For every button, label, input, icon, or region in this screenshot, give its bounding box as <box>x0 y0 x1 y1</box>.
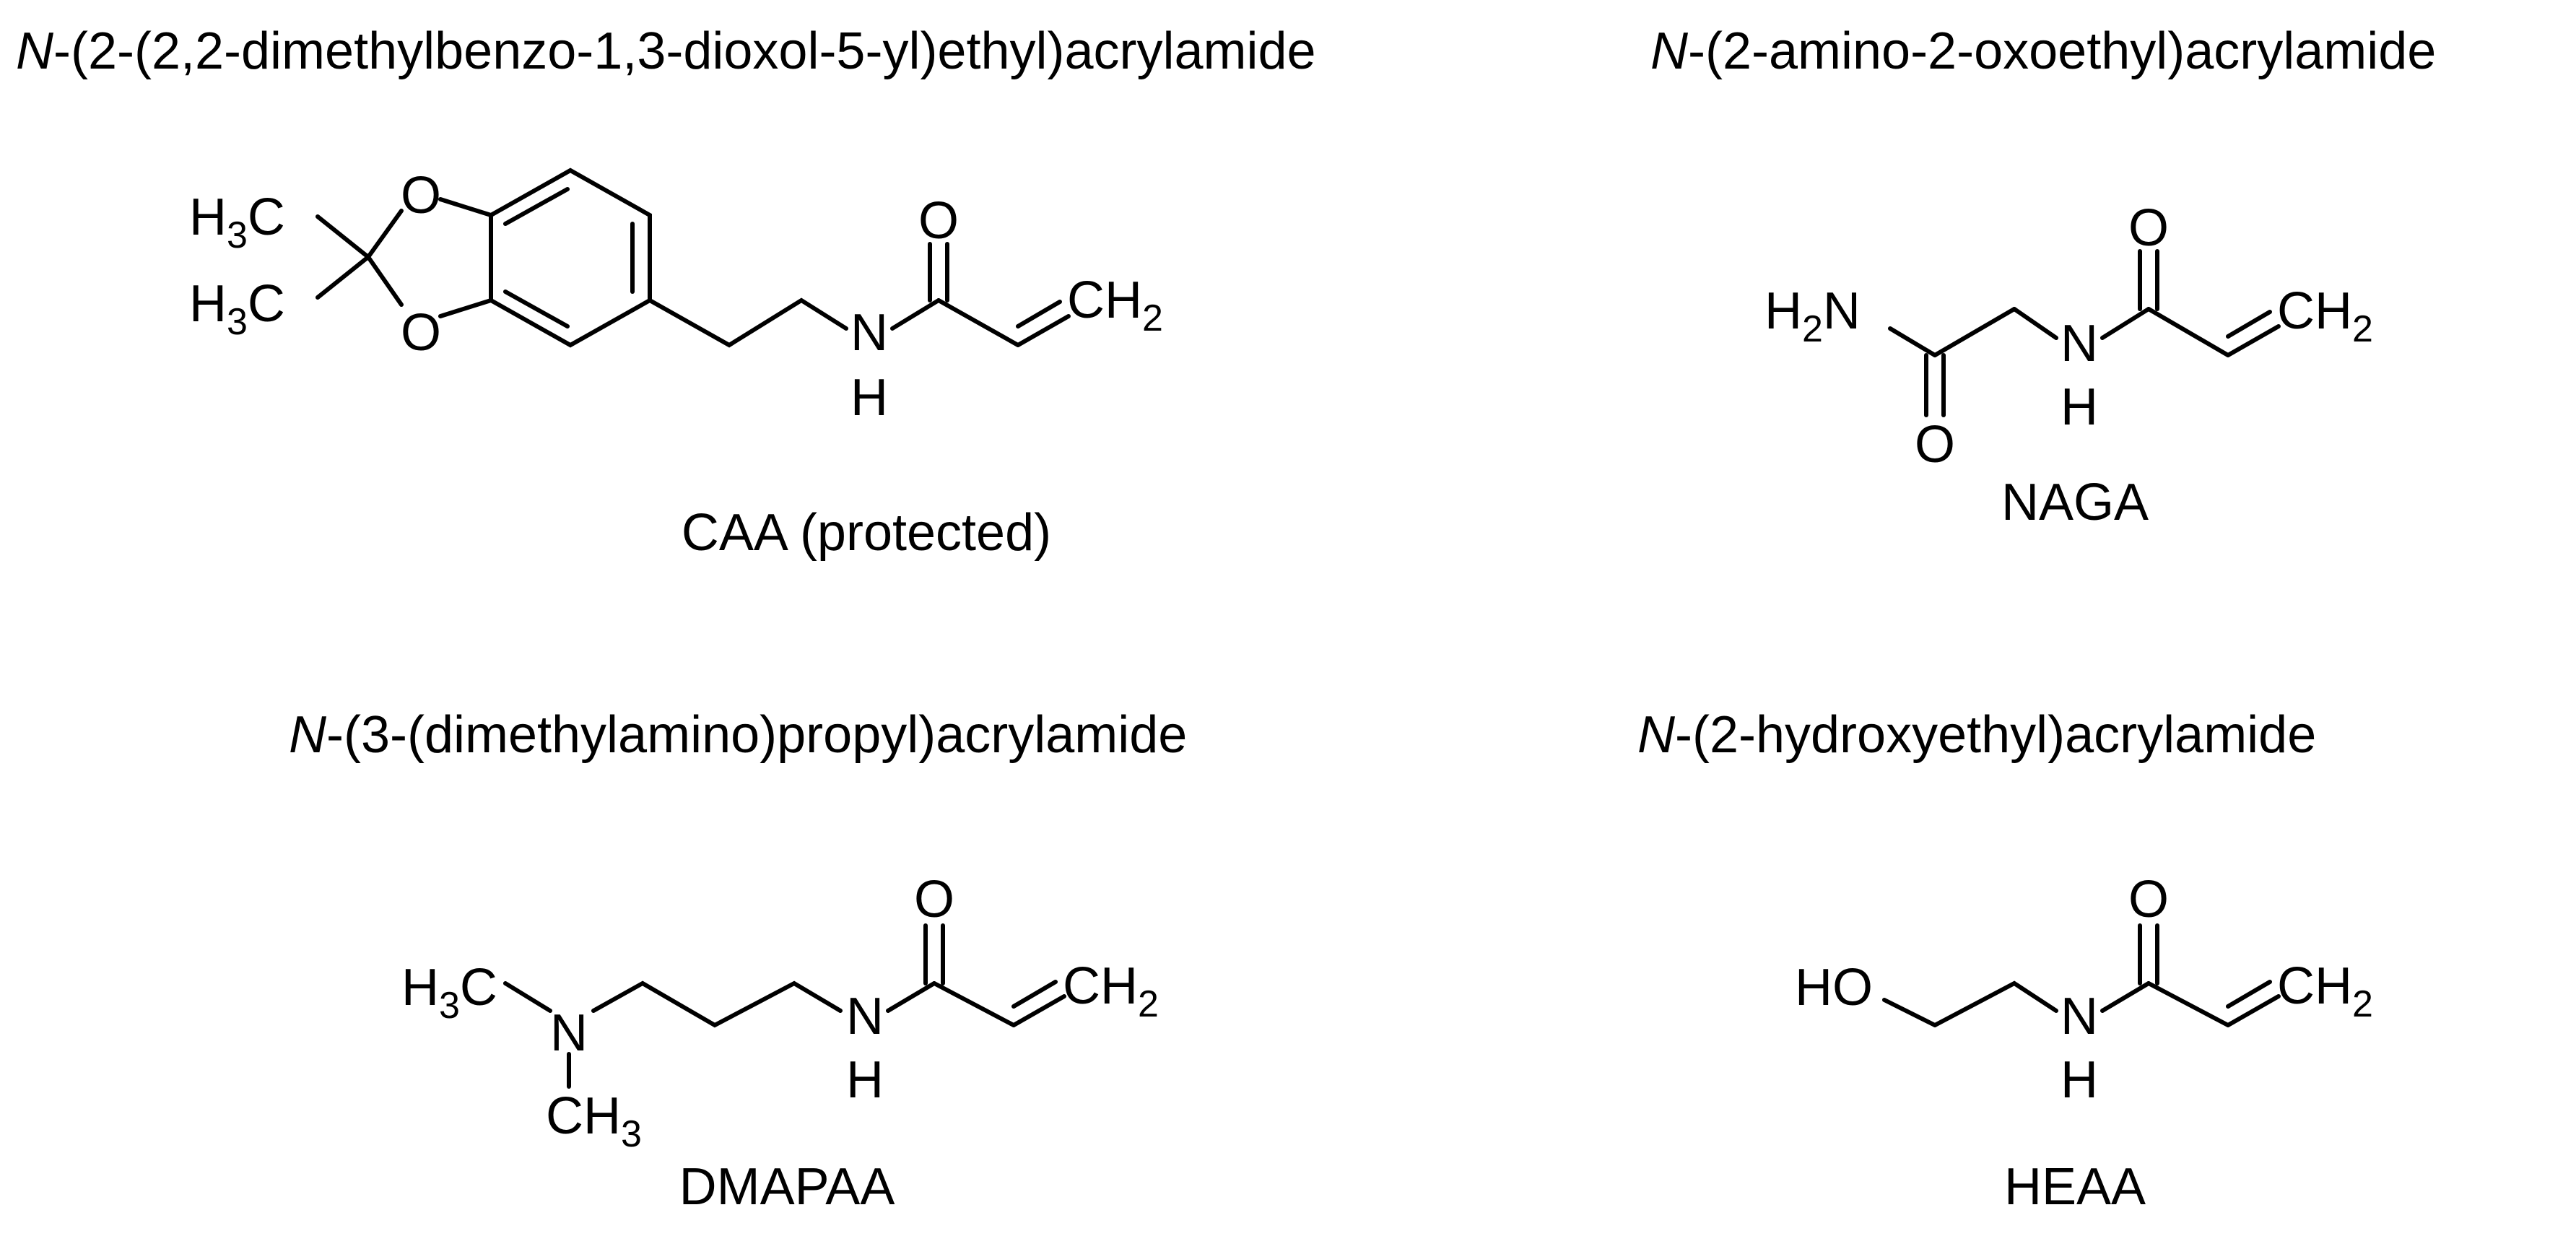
caa-ethyl-chain <box>648 297 848 348</box>
naga-label-nh: H <box>2061 378 2098 436</box>
caa-label-o-top: O <box>401 167 441 225</box>
naga-abbreviation: NAGA <box>2001 474 2149 531</box>
dmapaa-propyl-chain <box>591 980 843 1028</box>
dmapaa-abbreviation: DMAPAA <box>679 1158 895 1216</box>
caa-bond-o-cq-bottom <box>366 255 404 307</box>
dmapaa-label-ch3-down: CH3 <box>546 1087 642 1155</box>
caa-vinyl-double-2 <box>1016 300 1062 328</box>
heaa-bond-ho-c <box>1882 998 1937 1027</box>
dmapaa-bond-n-carbonyl <box>886 981 936 1013</box>
naga-label-nh2: H2N <box>1765 282 1861 350</box>
heaa-bond-vinyl <box>2146 981 2230 1027</box>
dmapaa-iupac-name: N-(3-(dimethylamino)propyl)acrylamide <box>289 706 1187 764</box>
heaa-vinyl-double-1 <box>2226 994 2281 1027</box>
dmapaa-label-nh: H <box>846 1051 884 1109</box>
caa-label-ch3-bottom: H3C <box>189 275 285 343</box>
molecule-dmapaa: N-(3-(dimethylamino)propyl)acrylamide H3… <box>289 706 1187 1216</box>
dmapaa-label-n-amine: N <box>550 1004 588 1062</box>
molecule-caa: N-(2-(2,2-dimethylbenzo-1,3-dioxol-5-yl)… <box>16 22 1316 562</box>
caa-iupac-name: N-(2-(2,2-dimethylbenzo-1,3-dioxol-5-yl)… <box>16 22 1316 80</box>
caa-bond-o-cq-top <box>366 209 404 259</box>
heaa-vinyl-double-2 <box>2226 980 2272 1009</box>
naga-vinyl-double-1 <box>2226 324 2281 357</box>
naga-label-carbonyl-o: O <box>2128 199 2169 257</box>
caa-label-ch2: CH2 <box>1067 271 1163 339</box>
heaa-iupac-name: N-(2-hydroxyethyl)acrylamide <box>1637 706 2316 764</box>
dmapaa-bond-vinyl <box>932 981 1016 1027</box>
naga-bond-ch2-n <box>2012 307 2058 340</box>
naga-label-amide-o: O <box>1915 416 1955 474</box>
caa-bond-cq-ch3-top <box>316 214 370 259</box>
heaa-abbreviation: HEAA <box>2004 1158 2146 1216</box>
caa-label-ch3-top: H3C <box>189 188 285 256</box>
caa-label-nh: H <box>850 369 888 427</box>
dmapaa-bond-ch3-n <box>503 981 552 1013</box>
naga-label-ch2: CH2 <box>2277 282 2373 350</box>
caa-label-carbonyl-o: O <box>918 192 959 250</box>
naga-vinyl-double-2 <box>2226 310 2272 339</box>
naga-bond-vinyl <box>2146 307 2230 357</box>
caa-benzene-ring <box>489 167 652 348</box>
caa-bond-vinyl <box>936 298 1020 347</box>
naga-bond-nh2-c <box>1888 326 1937 357</box>
heaa-label-ch2: CH2 <box>2277 957 2373 1025</box>
heaa-label-n: N <box>2061 988 2098 1045</box>
dmapaa-vinyl-double-2 <box>1011 980 1058 1009</box>
caa-bond-cq-ch3-bottom <box>316 255 370 300</box>
caa-abbreviation: CAA (protected) <box>682 504 1051 562</box>
naga-iupac-name: N-(2-amino-2-oxoethyl)acrylamide <box>1650 22 2436 80</box>
caa-bond-c-o-bottom <box>438 298 493 318</box>
heaa-label-nh: H <box>2061 1051 2098 1109</box>
dmapaa-label-ch2: CH2 <box>1063 957 1159 1025</box>
molecule-heaa: N-(2-hydroxyethyl)acrylamide HO N H O CH… <box>1637 706 2373 1216</box>
caa-bond-n-carbonyl <box>890 298 941 331</box>
dmapaa-vinyl-double-1 <box>1011 994 1066 1027</box>
heaa-ethyl-chain <box>1933 980 2058 1027</box>
caa-ring-double-bond-3 <box>503 290 570 328</box>
naga-bond-c-ch2 <box>1933 307 2016 357</box>
dmapaa-label-ch3-left: H3C <box>401 959 497 1027</box>
heaa-bond-n-carbonyl <box>2100 981 2151 1013</box>
heaa-label-carbonyl-o: O <box>2128 871 2169 928</box>
heaa-label-ho: HO <box>1795 959 1873 1017</box>
caa-bond-c-o-top <box>438 197 493 217</box>
caa-vinyl-double-1 <box>1016 314 1071 347</box>
dmapaa-label-carbonyl-o: O <box>914 871 954 928</box>
naga-bond-n-carbonyl <box>2100 307 2151 340</box>
caa-label-n: N <box>850 304 888 362</box>
naga-label-n: N <box>2061 315 2098 373</box>
caa-label-o-bottom: O <box>401 304 441 362</box>
dmapaa-label-n: N <box>846 988 884 1045</box>
caa-ring-double-bond-1 <box>503 187 570 226</box>
molecule-naga: N-(2-amino-2-oxoethyl)acrylamide H2N O N… <box>1650 22 2436 531</box>
